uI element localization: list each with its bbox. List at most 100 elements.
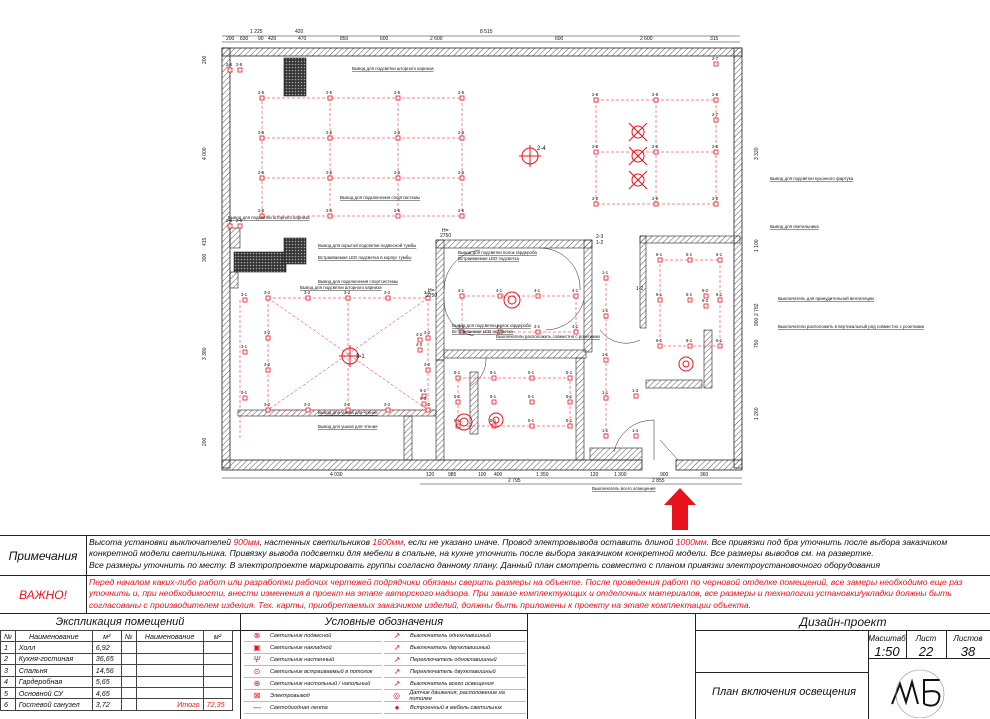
fixture-label: 3-2 — [304, 290, 311, 295]
fixture-label: 5-1 — [528, 370, 535, 375]
light-fixture — [717, 343, 723, 349]
light-fixture — [327, 213, 333, 219]
fixture-label: 3-2 — [424, 362, 431, 367]
light-fixture — [242, 395, 248, 401]
legend-symbol-icon: ↗ — [393, 679, 401, 688]
light-fixture — [305, 407, 311, 413]
light-fixture — [259, 135, 265, 141]
warning-line-1: Перед началом каких-либо работ или разра… — [89, 577, 963, 587]
plan-annotation: Вывод для подсветки шторного карниза — [228, 215, 310, 220]
fixture-label: 6-1 — [656, 338, 663, 343]
cell: Гардеробная — [14, 675, 93, 688]
light-fixture — [593, 97, 599, 103]
light-fixture — [687, 257, 693, 263]
cell: Кухня-гостиная — [14, 652, 93, 666]
notes-row: Примечания Высота установки выключателей… — [0, 535, 990, 576]
legend-text: Переключатель двухклавишный — [410, 668, 496, 675]
light-fixture — [421, 401, 427, 407]
notes-line-3: Все размеры уточнить по месту. В электро… — [89, 559, 881, 570]
fixture-label: 4-1 — [496, 288, 503, 293]
bottom-dim-label: 2 855 — [652, 478, 665, 484]
plan-annotation: Вывод для подсветки полок гардероба — [452, 323, 531, 328]
light-fixture — [425, 335, 431, 341]
legend-text: Светильник подвесной — [270, 632, 332, 639]
col-header: Наименование — [14, 629, 93, 643]
height-label: 2750 — [426, 293, 437, 299]
light-fixture — [593, 201, 599, 207]
light-fixture — [497, 329, 503, 335]
light-fixture — [497, 293, 503, 299]
fixture-label: 2-7 — [712, 112, 719, 117]
fixture-label: 6-1 — [656, 252, 663, 257]
light-fixture — [717, 257, 723, 263]
cell: Холл — [14, 641, 93, 654]
sheet-value: 22 — [918, 644, 934, 659]
fixture-label: 4-2 — [416, 332, 423, 337]
light-fixture — [417, 347, 423, 353]
fixture-label: 2-8 — [226, 218, 233, 223]
light-fixture — [259, 213, 265, 219]
fixture-label: 4-1 — [572, 324, 579, 329]
light-fixture — [265, 295, 271, 301]
cell: Гостевой санузел — [14, 698, 93, 711]
side-dim-label: 750 — [754, 339, 760, 348]
cell: 5,65 — [91, 675, 122, 688]
fixture-label: 2-6 — [652, 92, 659, 97]
legend-row: ↗Выключатель двухклавишный — [384, 642, 526, 654]
light-fixture — [265, 335, 271, 341]
light-fixture — [459, 95, 465, 101]
bottom-dim-label: 1 300 — [614, 472, 627, 478]
fixture-label: 6-1 — [656, 292, 663, 297]
pendant-label: 2-4 — [537, 146, 546, 152]
cell: 6 — [0, 698, 16, 711]
light-fixture — [713, 61, 719, 67]
light-fixture — [633, 433, 639, 439]
cell: 1 — [0, 641, 16, 654]
light-fixture — [385, 295, 391, 301]
legend-left: ⊗Светильник подвесной▣Светильник накладн… — [244, 630, 382, 714]
fixture-label: 3-2 — [424, 402, 431, 407]
plan-annotation: Вывод для ушков для чтения — [318, 410, 378, 415]
legend-row: ↗Выключатель одноклавишный — [384, 630, 526, 642]
legend-row: ⊠Электровывод — [244, 690, 382, 702]
fixture-label: 5-1 — [490, 370, 497, 375]
fixture-label: 2-5 — [394, 208, 401, 213]
side-dim-label: 1 100 — [754, 239, 760, 252]
fixture-label: 5-1 — [528, 418, 535, 423]
fixture-label: 2-5 — [258, 90, 265, 95]
legend-text: Выключатель всего освещения — [410, 680, 494, 687]
plan-annotation: Вывод для подсветки шторного карниза — [300, 285, 382, 290]
group-label: 2-3 — [596, 234, 603, 240]
legend-symbol-icon: ⊠ — [253, 691, 261, 700]
fixture-label: 1-4 — [632, 428, 639, 433]
light-fixture — [459, 293, 465, 299]
cell: 3 — [0, 664, 16, 677]
legend-row: ⊕Светильник настольный / напольный — [244, 678, 382, 690]
divider — [695, 614, 696, 719]
legend-symbol-icon: ↗ — [393, 643, 401, 652]
fixture-label: 3-2 — [344, 290, 351, 295]
legend-symbol-icon: — — [253, 703, 261, 712]
plan-annotation: Встраиваемая LED подсветка — [452, 329, 514, 334]
inner-walls — [237, 235, 741, 461]
top-dim-label: 830 — [240, 36, 249, 42]
plan-annotation: Встраиваемая LED подсветка в корпус тумб… — [318, 255, 411, 260]
sheets-label: Листов — [953, 634, 983, 643]
fixture-label: 6-1 — [686, 292, 693, 297]
light-fixture — [567, 399, 573, 405]
fixture-label: 2-7 — [712, 56, 719, 61]
cell: 36,65 — [91, 652, 122, 666]
legend-row: ↗Переключатель двухклавишный — [384, 666, 526, 678]
light-fixture — [327, 175, 333, 181]
top-dim-label: 8 515 — [480, 29, 493, 35]
light-fixture — [425, 367, 431, 373]
fixture-label: 2-5 — [458, 90, 465, 95]
divider — [946, 630, 947, 658]
fixture-label: 5-1 — [566, 370, 573, 375]
